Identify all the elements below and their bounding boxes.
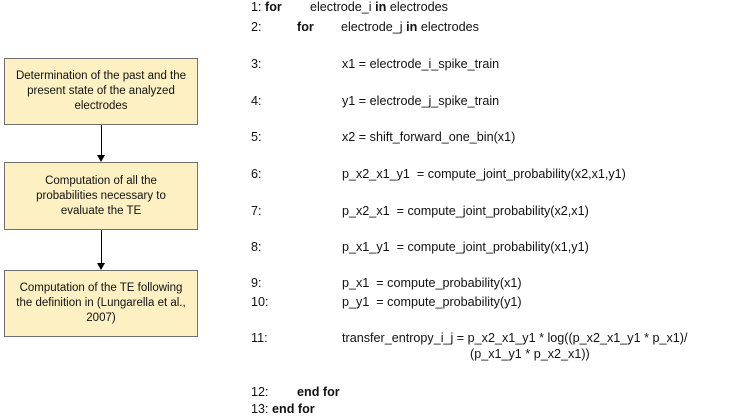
flowchart-connector-2	[101, 230, 102, 264]
flowchart-step-1: Determination of the past and the presen…	[4, 58, 198, 125]
algorithm-line-text: p_x1_y1 = compute_joint_probability(x1,y…	[342, 240, 589, 254]
algorithm-line-continuation: (p_x1_y1 * p_x2_x1))	[470, 347, 590, 361]
algorithm-line: 1: for	[251, 0, 282, 15]
algorithm-line-text: p_x1 = compute_probability(x1)	[342, 276, 522, 290]
algorithm-line-text: x1 = electrode_i_spike_train	[342, 57, 500, 71]
keyword-for: for	[297, 20, 314, 34]
algorithm-line-text: y1 = electrode_j_spike_train	[342, 94, 500, 108]
line-number: 9:	[251, 276, 262, 290]
flowchart-step-1-text: Determination of the past and the presen…	[15, 70, 187, 112]
flowchart-step-2: Computation of all the probabilities nec…	[4, 162, 198, 230]
line-number: 4:	[251, 94, 262, 108]
arrow-down-icon	[97, 263, 105, 270]
line-number: 12:	[251, 385, 269, 399]
line-number: 8:	[251, 240, 262, 254]
arrow-down-icon	[97, 155, 105, 162]
algorithm-line-text: x2 = shift_forward_one_bin(x1)	[342, 130, 516, 144]
flowchart-step-3-text: Computation of the TE following the defi…	[16, 282, 186, 324]
line-number: 10:	[251, 295, 269, 309]
keyword-end-for: end for	[272, 402, 315, 416]
algorithm-line-text: p_y1 = compute_probability(y1)	[342, 295, 522, 309]
loop-collection: electrodes	[389, 0, 448, 14]
keyword-end-for: end for	[297, 385, 340, 399]
flowchart-connector-1	[101, 125, 102, 156]
loop-collection: electrodes	[420, 20, 479, 34]
line-number: 6:	[251, 167, 262, 181]
keyword-in: in	[375, 0, 387, 14]
line-number: 3:	[251, 57, 262, 71]
algorithm-line-text: p_x2_x1_y1 = compute_joint_probability(x…	[342, 167, 626, 181]
line-number: 5:	[251, 130, 262, 144]
algorithm-line: 13: end for	[251, 402, 315, 417]
line-number: 1:	[251, 0, 262, 14]
loop-variable: electrode_j	[341, 20, 403, 34]
line-number: 2:	[251, 20, 262, 34]
keyword-for: for	[265, 0, 282, 14]
flowchart-step-2-text: Computation of all the probabilities nec…	[36, 174, 166, 217]
algorithm-line: for	[297, 20, 314, 35]
loop-variable: electrode_i	[310, 0, 372, 14]
algorithm-line: end for	[297, 385, 340, 400]
flowchart-step-3: Computation of the TE following the defi…	[4, 270, 198, 337]
line-number: 11:	[251, 331, 268, 345]
algorithm-line-text: electrode_i in electrodes	[310, 0, 448, 15]
line-number: 13:	[251, 402, 269, 416]
algorithm-line-text: p_x2_x1 = compute_joint_probability(x2,x…	[342, 204, 589, 218]
line-number: 7:	[251, 204, 262, 218]
algorithm-line-text: electrode_j in electrodes	[341, 20, 479, 35]
algorithm-line-text: transfer_entropy_i_j = p_x2_x1_y1 * log(…	[342, 331, 688, 345]
keyword-in: in	[406, 20, 418, 34]
